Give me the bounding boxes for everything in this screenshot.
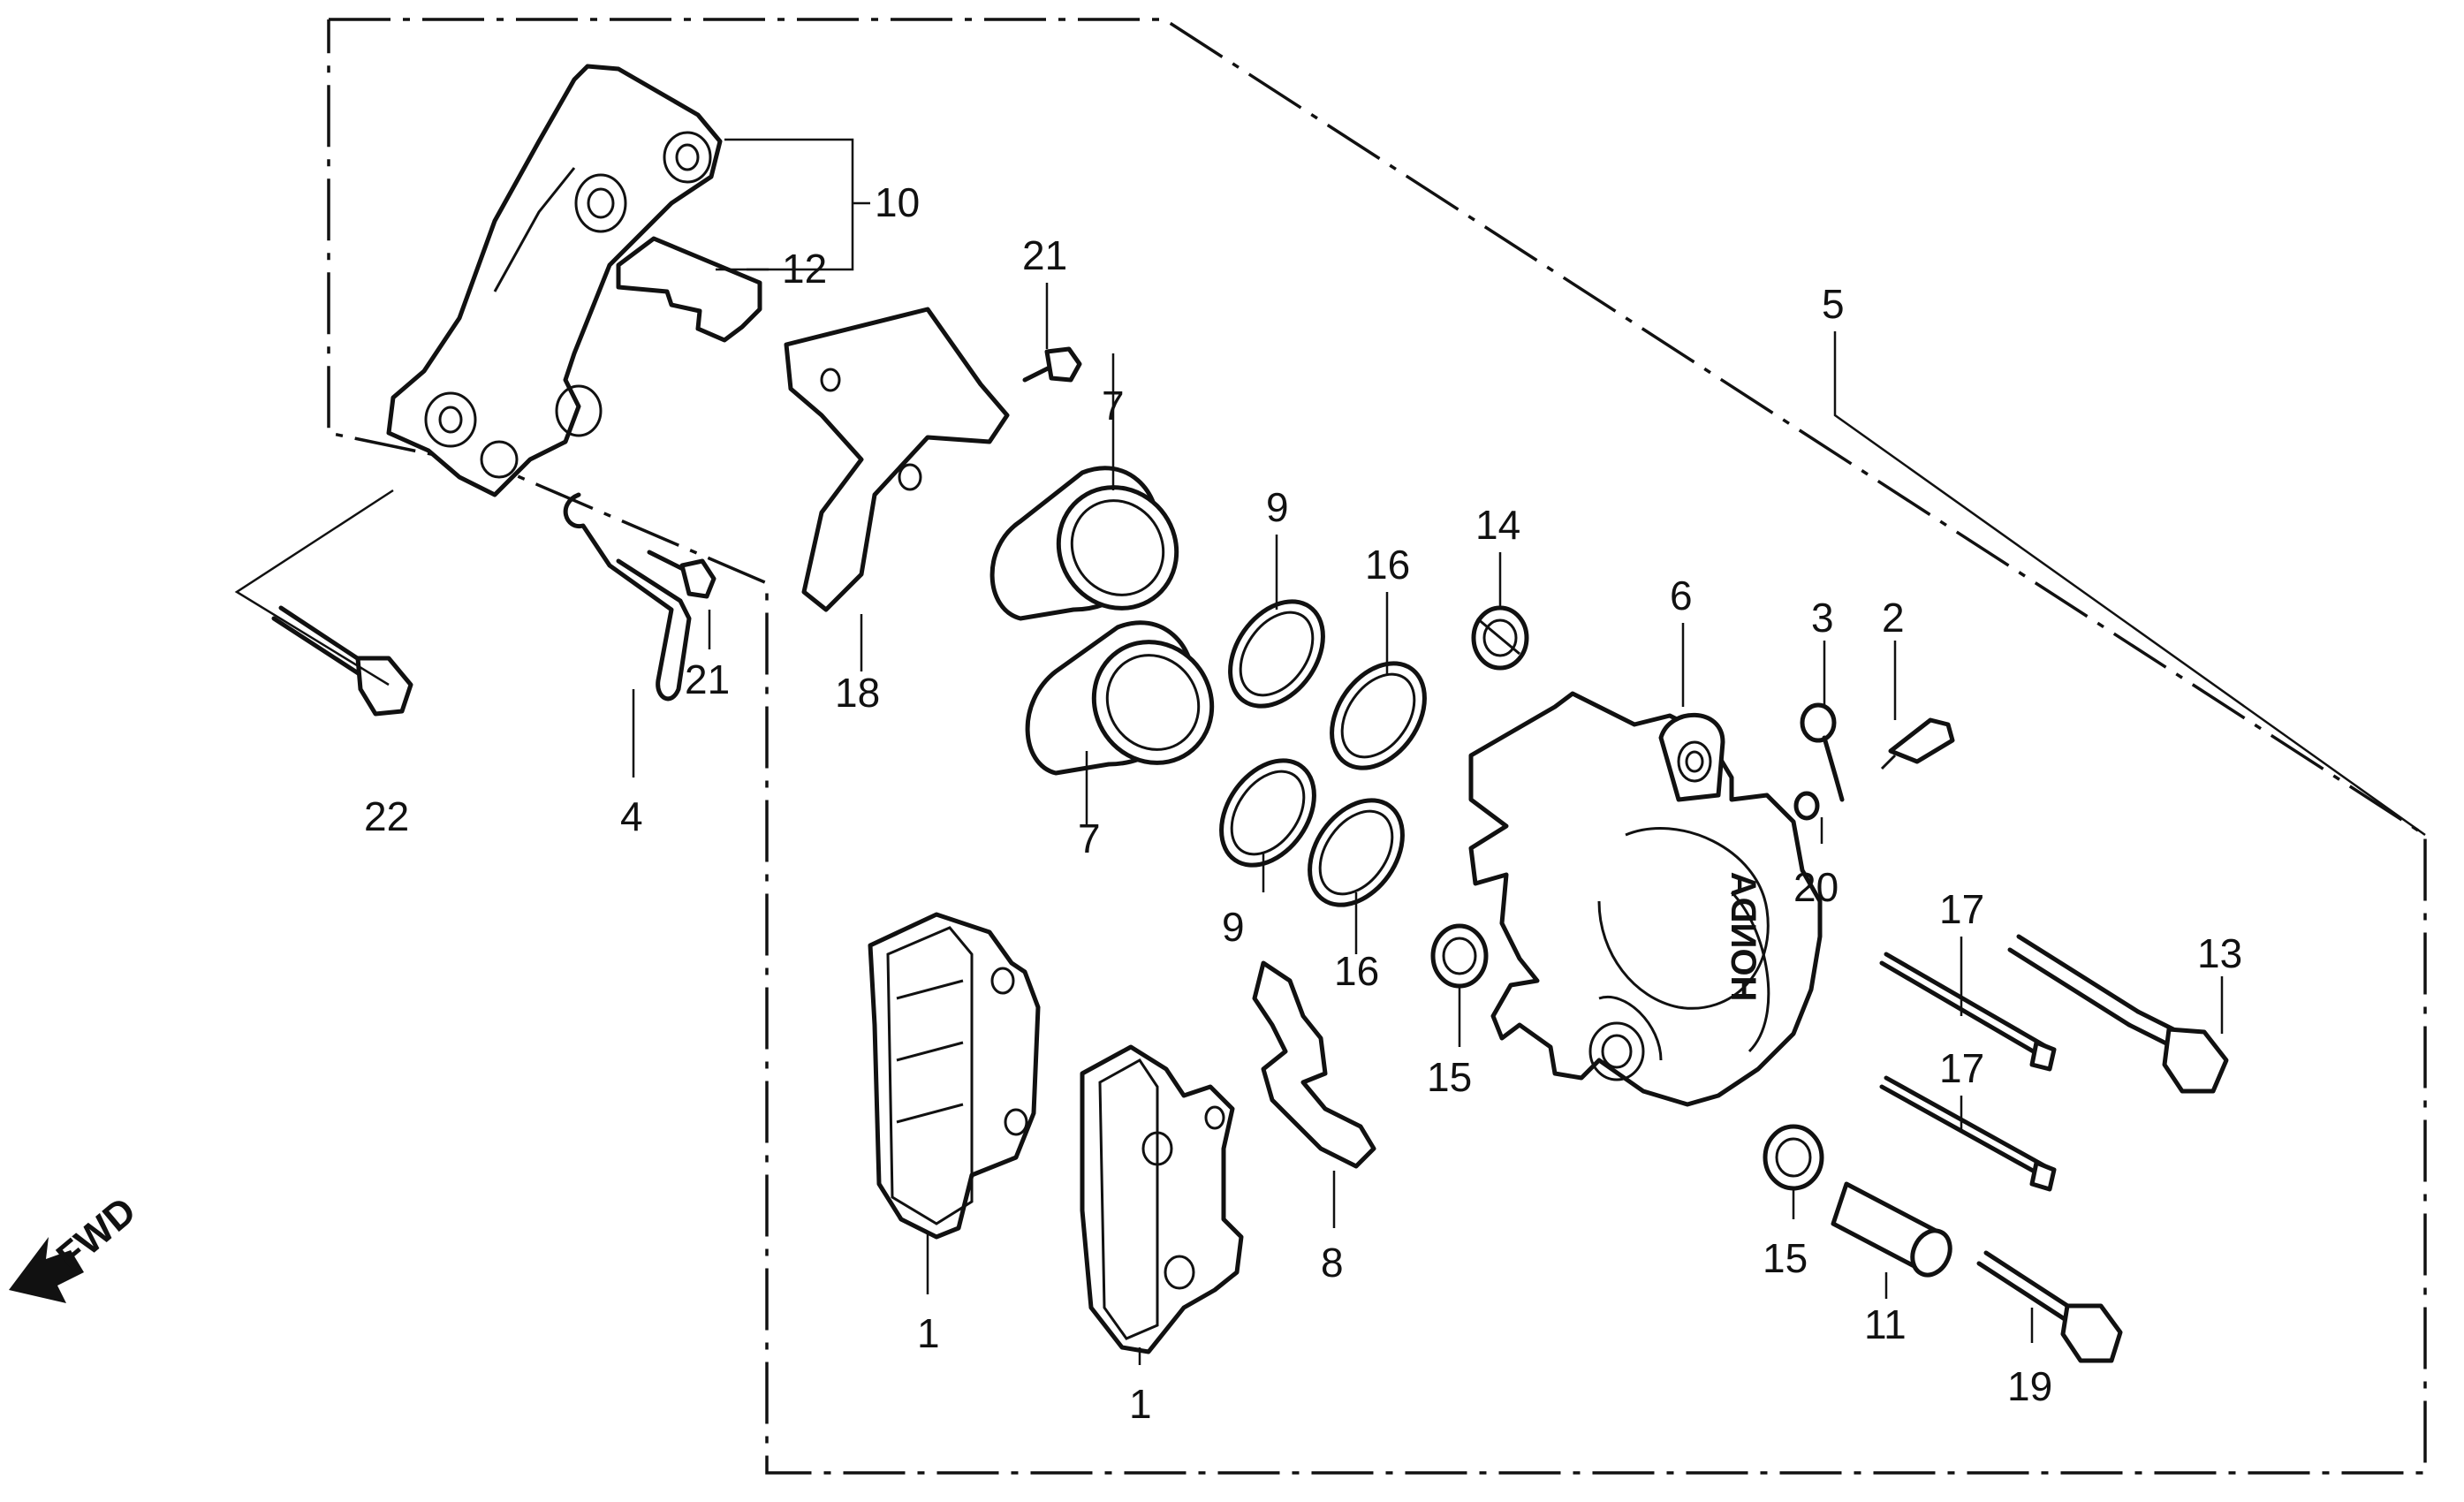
callout-19: 19 [2007, 1363, 2052, 1409]
callout-1-right: 1 [1129, 1381, 1152, 1427]
pad-spring [563, 492, 692, 702]
washer-20 [1793, 791, 1820, 821]
callout-7-top: 7 [1102, 383, 1125, 429]
pad-retainer [616, 236, 762, 343]
pad-clip-8 [1252, 960, 1376, 1169]
callout-labels: 10 12 5 21 7 7 9 9 16 16 14 15 15 6 3 2 … [364, 179, 2242, 1427]
pin-boot-14 [1471, 605, 1529, 671]
brake-pad-right [1080, 1044, 1244, 1354]
dust-seal-16-upper [1330, 661, 1427, 770]
callout-15-left: 15 [1427, 1054, 1472, 1100]
callout-15-right: 15 [1763, 1235, 1808, 1281]
brake-pad-left [868, 912, 1041, 1240]
brand-text: HONDA [1724, 872, 1763, 1002]
bolt-22 [271, 605, 413, 717]
callout-12: 12 [782, 246, 827, 292]
callout-9-top: 9 [1266, 484, 1289, 530]
pin-bolt-13 [2007, 934, 2229, 1094]
callout-21-left: 21 [685, 656, 730, 702]
callout-6: 6 [1670, 573, 1693, 618]
callout-20: 20 [1793, 864, 1839, 910]
piston-lower [1025, 620, 1215, 776]
callout-14: 14 [1475, 502, 1520, 548]
callout-5: 5 [1822, 281, 1845, 327]
forward-direction-arrow: FWD [9, 1189, 144, 1303]
pin-boot-15-left [1430, 923, 1489, 989]
callout-16-top: 16 [1365, 542, 1410, 588]
callout-10: 10 [875, 179, 920, 225]
dust-seal-16-lower [1308, 798, 1405, 907]
callout-11: 11 [1864, 1301, 1907, 1347]
pin-17-lower [1879, 1075, 2057, 1192]
callout-16-bottom: 16 [1334, 948, 1379, 994]
callout-22: 22 [364, 793, 409, 839]
caliper-bracket [386, 64, 723, 497]
callout-9-bottom: 9 [1222, 904, 1245, 950]
assembly-border [327, 18, 2427, 1475]
pin-sleeve-11 [1831, 1181, 1952, 1278]
piston-upper [989, 466, 1179, 621]
callout-17-bottom: 17 [1939, 1045, 1984, 1091]
caliper-body: HONDA [1468, 691, 1823, 1107]
bolt-19 [1976, 1250, 2123, 1363]
callout-2: 2 [1882, 595, 1905, 641]
callout-8: 8 [1321, 1240, 1344, 1286]
pin-boot-15-right [1763, 1124, 1824, 1191]
bolt-21-left [647, 550, 716, 599]
callout-3: 3 [1811, 595, 1834, 641]
callout-21-top: 21 [1022, 232, 1067, 278]
bleed-cap-3 [1800, 702, 1845, 802]
callout-4: 4 [620, 793, 643, 839]
piston-seal-9-lower [1219, 758, 1316, 868]
pad-shim [784, 307, 1010, 612]
callout-7-bottom: 7 [1078, 815, 1101, 861]
piston-seal-9-upper [1228, 599, 1325, 709]
callout-13: 13 [2197, 930, 2242, 976]
callout-18: 18 [835, 670, 880, 716]
callout-1-left: 1 [917, 1310, 940, 1356]
bleed-valve-2 [1880, 717, 1955, 770]
leader-lines [234, 138, 2426, 1365]
bolt-21-top [1022, 346, 1082, 383]
callout-17-top: 17 [1939, 886, 1984, 932]
